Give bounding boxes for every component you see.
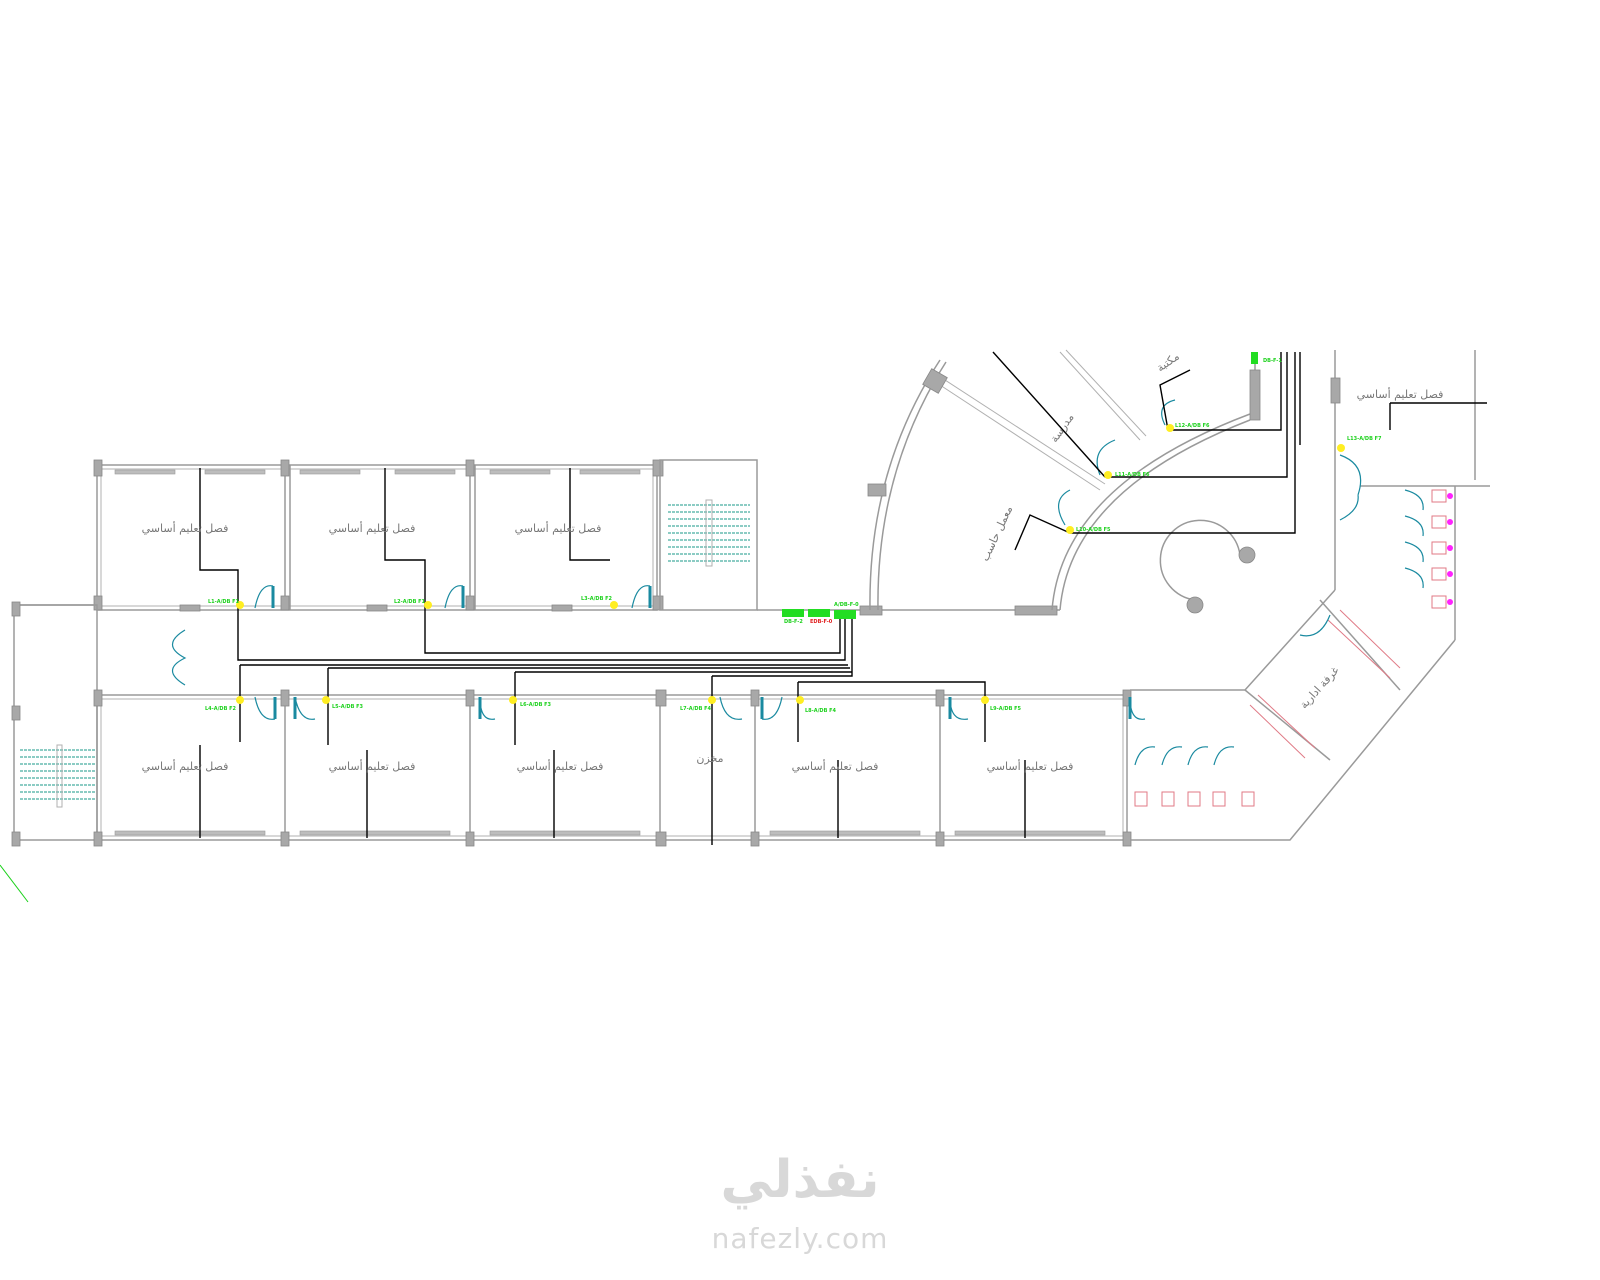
circuit-label: L11-A/DB F6 xyxy=(1115,472,1150,478)
circuit-label: L12-A/DB F6 xyxy=(1175,423,1210,429)
room-label-store: مخزن xyxy=(696,752,723,765)
top-classrooms xyxy=(93,459,664,612)
room-label-admin-room: غرفة ادارية xyxy=(1297,664,1341,711)
circuit-label: L13-A/DB F7 xyxy=(1347,436,1382,442)
circuit-label: L7-A/DB F4 xyxy=(680,706,712,712)
panel-sub3-label: EDB-F-0 xyxy=(810,619,833,625)
circuits: L1-A/DB F1 L2-A/DB F1 L3-A/DB F2 L4-A/DB… xyxy=(205,423,1382,714)
curved-wing xyxy=(867,349,1261,614)
watermark-arabic: نفذلي xyxy=(720,1150,880,1210)
room-label-classroom: فصل تعليم أساسي xyxy=(1357,387,1444,401)
circuit-label: L6-A/DB F3 xyxy=(520,702,552,708)
bottom-rooms xyxy=(93,689,1132,847)
watermark-latin: nafezly.com xyxy=(711,1222,889,1255)
room-label-classroom: فصل تعليم أساسي xyxy=(517,759,604,773)
circuit-label: L9-A/DB F5 xyxy=(990,706,1022,712)
circuit-label: L10-A/DB F5 xyxy=(1076,527,1111,533)
room-label-classroom: فصل تعليم أساسي xyxy=(142,521,229,535)
circuit-label: L4-A/DB F2 xyxy=(205,706,237,712)
circuit-label: L8-A/DB F4 xyxy=(805,708,837,714)
left-stair xyxy=(11,601,98,847)
room-label-classroom: فصل تعليم أساسي xyxy=(329,521,416,535)
right-block xyxy=(1130,350,1490,841)
room-label-classroom: فصل تعليم أساسي xyxy=(515,521,602,535)
wiring xyxy=(0,351,1487,903)
circuit-label: L2-A/DB F1 xyxy=(394,599,426,605)
panel-sub2-label: DB-F-2 xyxy=(784,619,803,625)
room-label-computer-lab: معمل حاسب xyxy=(978,504,1015,564)
room-label-classroom: فصل تعليم أساسي xyxy=(329,759,416,773)
panel-main-label: A/DB-F-0 xyxy=(834,602,859,608)
distribution-panels: A/DB-F-0 DB-F-2 EDB-F-0 DB-F-1 xyxy=(782,352,1282,625)
room-label-classroom: فصل تعليم أساسي xyxy=(792,759,879,773)
top-stair xyxy=(659,459,758,611)
room-label-classroom: فصل تعليم أساسي xyxy=(987,759,1074,773)
panel-sub1-label: DB-F-1 xyxy=(1263,358,1282,364)
circuit-label: L3-A/DB F2 xyxy=(581,596,613,602)
toilet-fixtures xyxy=(1134,489,1453,807)
room-label-classroom: فصل تعليم أساسي xyxy=(142,759,229,773)
room-label-library: مكتبة xyxy=(1154,350,1182,375)
circuit-label: L1-A/DB F1 xyxy=(208,599,240,605)
circuit-label: L5-A/DB F3 xyxy=(332,704,364,710)
